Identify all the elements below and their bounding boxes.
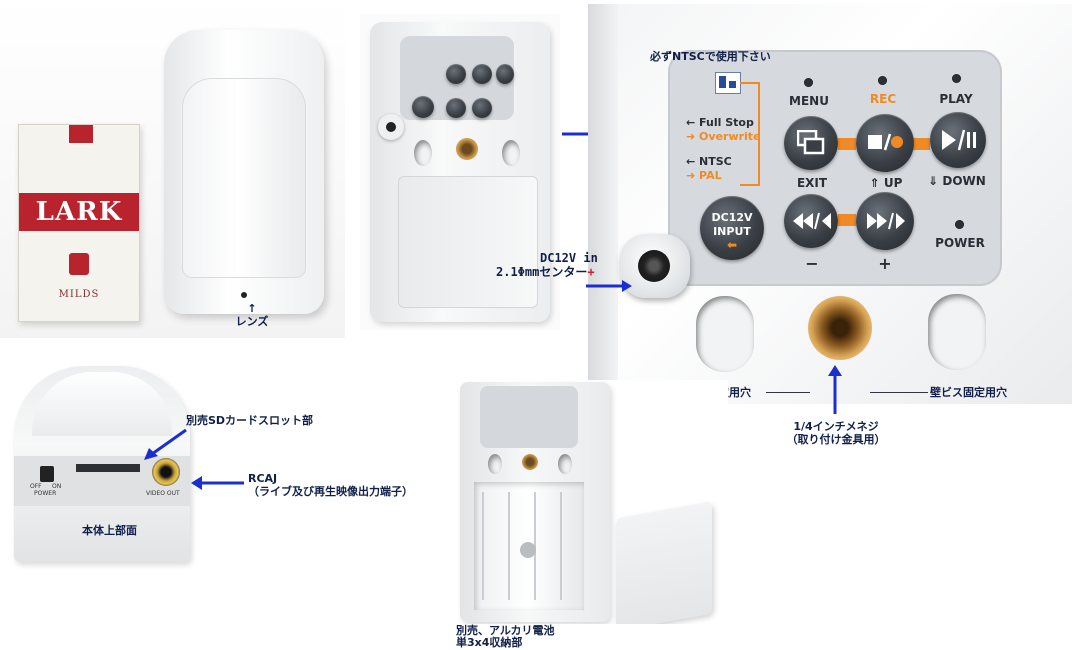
rcaj-label-1: RCAJ [248,472,278,485]
full-stop-label: ← Full Stop [686,116,754,129]
top-side-photo: OFF ON POWER VIDEO OUT [0,348,200,570]
play-pause-button [930,112,986,168]
switch-on-label: ON [52,483,62,490]
overwrite-label: ➜ Overwrite [686,130,761,143]
power-label: POWER [935,236,985,250]
exit-button [784,116,838,170]
back-view-small-photo [360,14,560,330]
dc-in-label-1: DC12V in [540,251,598,265]
battery-compartment-photo [446,380,728,624]
screw-label-2: （取り付け金具用） [786,433,886,446]
arrow-up-icon [828,365,842,414]
connector-bar-3 [838,214,856,226]
battery-wall-hole-left [488,454,502,474]
wall-hole-right-line [870,392,928,393]
menu-led-icon [804,78,813,87]
rcaj-label-2: （ライブ及び再生映像出力端子） [248,485,413,498]
mini-battery-cover [398,176,538,308]
ntsc-label: ← NTSC [686,155,732,168]
mini-wall-hole-right [502,140,520,166]
sd-card-slot [76,464,140,472]
screw-insert [808,296,872,360]
mini-screw-insert [456,138,478,160]
battery-wall-hole-right [558,454,572,474]
wall-hole-left [696,296,754,372]
fast-forward-button [856,192,914,250]
up-label: ⇑ UP [869,176,903,190]
stop-record-icon [868,133,903,151]
rewind-button [784,194,838,248]
mini-rew-button [446,98,466,118]
rec-stop-button [856,114,914,172]
power-switch [40,466,54,482]
switch-off-label: OFF [30,483,42,490]
rewind-icon [793,212,831,230]
mini-dc-button [412,96,434,118]
video-out-label: VIDEO OUT [146,490,180,497]
wall-hole-right [928,294,986,370]
wall-hole-right-label: 壁ビス固定用穴 [930,386,1007,399]
down-label: ⇓ DOWN [928,174,986,188]
dc-jack [620,234,690,298]
mini-rec-button [472,64,492,84]
cigarette-pack: LARK MILDS [18,124,140,322]
rec-led-icon [878,76,887,85]
mode-switch [715,72,741,94]
dc-in-label-2: 2.1Φmmセンター+ [496,265,595,279]
switch-power-label: POWER [34,490,57,497]
pal-label: ➜ PAL [686,169,722,182]
case-edge [588,4,618,404]
play-label: PLAY [939,92,973,106]
minus-label: − [805,254,819,273]
ntsc-note-label: 必ずNTSCで使用下さい [650,50,771,63]
play-led-icon [952,74,961,83]
battery-bay [474,482,584,610]
battery-cover [616,501,712,624]
connector-bar-2 [912,138,930,150]
arrow-right-icon [586,280,632,292]
windows-icon [797,130,825,155]
mini-wall-hole-left [414,140,432,166]
exit-label: EXIT [796,176,828,190]
play-pause-icon [942,129,976,151]
fast-forward-icon [867,212,905,230]
pack-sub-text: MILDS [58,289,100,300]
screw-label-1: 1/4インチメネジ [793,420,879,433]
lens-hole-icon [241,292,247,298]
sd-slot-label: 別売SDカードスロット部 [186,414,314,427]
device-front-lens-window [182,78,306,278]
top-side-label: 本体上部面 [82,524,137,537]
rec-label: REC [869,92,897,106]
mini-play-button [496,64,514,84]
device-front-body [164,30,324,314]
menu-label: MENU [789,94,829,108]
mini-dc-jack [378,114,404,140]
arrow-left-icon [191,476,244,490]
mini-exit-button [446,64,466,84]
pack-brand-text: LARK [35,197,123,227]
battery-spring-icon [520,542,536,558]
lens-label: ↑ レンズ [235,302,269,328]
power-led-icon [955,220,964,229]
rca-jack [152,458,180,486]
switch-bracket [740,82,760,186]
battery-mini-panel [480,386,578,448]
wall-hole-left-line [766,392,810,393]
battery-label-2: 単3x4収納部 [456,636,523,649]
battery-label-1: 別売、アルカリ電池 [456,624,555,637]
connector-bar-1 [838,138,856,150]
arrow-left-icon: ⬅ [726,238,738,252]
plus-label: + [878,254,892,273]
front-view-photo: LARK MILDS ↑ レンズ [0,0,345,338]
dc12v-input-jack: DC12V INPUT ⬅ [700,196,764,260]
battery-screw-insert [522,454,538,470]
mini-ff-button [472,98,492,118]
arrow-down-left-icon [144,428,187,460]
crown-icon [69,253,89,275]
